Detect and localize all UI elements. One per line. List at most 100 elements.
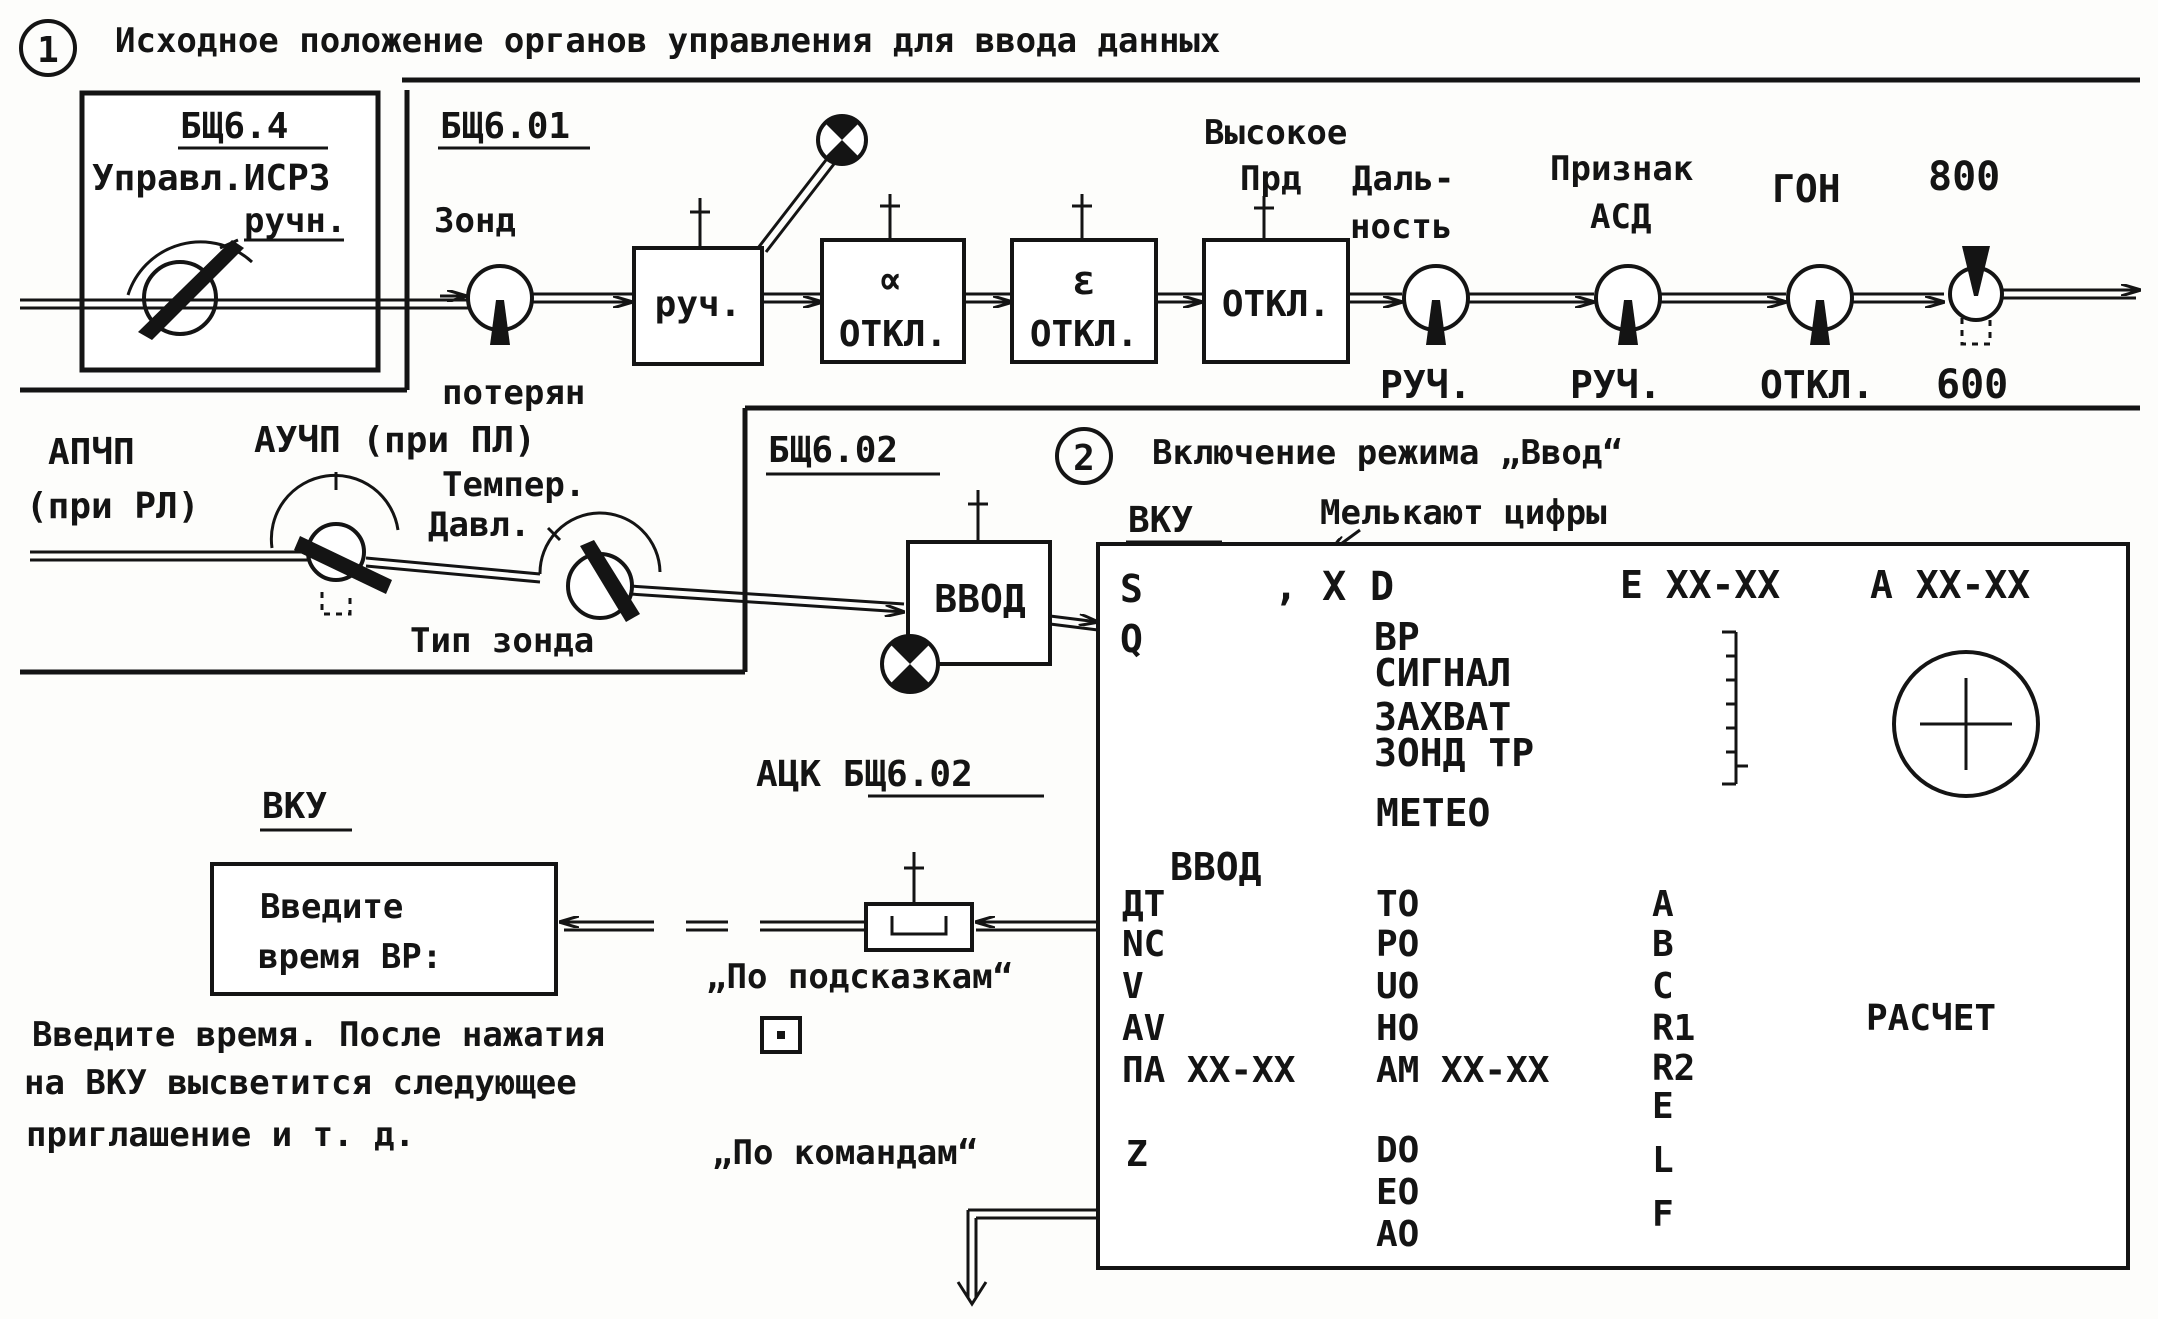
hint-mode-label: „По подсказкам“ (706, 957, 1013, 997)
vku-param-b: B (1652, 924, 1674, 965)
davl-label: Давл. (428, 505, 530, 545)
vku-param-uo: UO (1376, 966, 1419, 1007)
alpha-state: ОТКЛ. (839, 314, 947, 355)
vku-status-meteo: МЕТЕО (1376, 791, 1490, 835)
vku-d-label: D (1370, 564, 1394, 610)
manual-mode-button[interactable] (632, 246, 764, 366)
range-label2: ность (1350, 207, 1452, 247)
auchp-label: АУЧП (при ПЛ) (254, 420, 536, 461)
vku-status-signal: СИГНАЛ (1374, 651, 1511, 695)
vku-param-pa: ПА XX-XX (1122, 1050, 1296, 1091)
section2-title: Включение режима „Ввод“ (1152, 433, 1623, 473)
link-auchp-temp-a (365, 556, 541, 576)
vku-status-probe: ЗОНД ТР (1374, 731, 1534, 775)
vku-param-z: Z (1126, 1134, 1148, 1175)
apchp-line1: АПЧП (48, 432, 135, 473)
vku-screen (1096, 542, 2130, 1270)
freq-top-label: 800 (1928, 154, 2000, 200)
freq-switch-dashed (1960, 318, 1992, 346)
asd-state: РУЧ. (1570, 363, 1662, 407)
ack-label: АЦК БЩ6.02 (756, 754, 973, 795)
vku-calc-label: РАСЧЕТ (1866, 998, 1996, 1039)
high-power-state: ОТКЛ. (1222, 284, 1330, 325)
input-indicator-fill-bottom (890, 664, 930, 693)
davl-leader (546, 526, 562, 542)
zond-knob-pointer (490, 300, 510, 345)
vku-param-l: L (1652, 1140, 1674, 1181)
link-input-vku-b (1049, 622, 1099, 632)
temp-knob-pointer (580, 540, 640, 622)
cmd-mode-label: „По командам“ (712, 1133, 978, 1173)
link-temp-input-a (629, 584, 905, 606)
vku-x-label: , X (1274, 564, 1346, 610)
explain-line1: Введите время. После нажатия (32, 1015, 605, 1055)
zond-type-label: Тип зонда (410, 621, 594, 661)
crosshair-icon (1892, 650, 2040, 798)
vku-note: Мелькают цифры (1320, 493, 1607, 533)
link-auchp-temp-b (365, 564, 541, 584)
high-power-button[interactable] (1202, 238, 1350, 364)
vku-s-label: S (1120, 567, 1143, 611)
vku-param-f: F (1652, 1194, 1674, 1235)
vku-param-v: V (1122, 966, 1144, 1007)
vku-param-c: C (1652, 966, 1674, 1007)
auchp-dashed (320, 592, 352, 616)
manual-indicator-stem-a (756, 159, 828, 249)
input-mode-label: ВВОД (934, 577, 1026, 621)
freq-switch-pointer (1962, 246, 1990, 296)
gon-state: ОТКЛ. (1760, 363, 1874, 407)
freq-bottom-label: 600 (1936, 362, 2008, 408)
section1-number: 1 (37, 30, 59, 71)
vku-param-r2: R2 (1652, 1048, 1695, 1089)
manual-indicator-lamp-fill-top (825, 115, 859, 140)
high-power-label1: Высокое (1204, 113, 1347, 153)
section2-number-circle (1055, 427, 1113, 485)
asd-knob-pointer (1618, 300, 1638, 345)
bsh64-title: БЩ6.4 (180, 106, 288, 147)
explain-line2: на ВКУ высветится следующее (24, 1063, 577, 1103)
prompt-line1: Введите (260, 887, 403, 927)
link-temp-input-b (629, 592, 904, 612)
bsh602-title: БЩ6.02 (768, 430, 898, 471)
bsh64-knob-pointer (138, 240, 244, 340)
vku-param-ao: AO (1376, 1214, 1419, 1255)
section2-number: 2 (1073, 438, 1095, 479)
section1-number-circle (19, 19, 77, 77)
range-knob-pointer (1426, 300, 1446, 345)
vku-param-nc: NC (1122, 924, 1165, 965)
bsh64-label-line2: ручн. (244, 201, 346, 241)
link-input-vku-a (1049, 616, 1098, 622)
zond-state-label: потерян (442, 373, 585, 413)
bsh64-label-line1: Управл.ИСРЗ (92, 158, 330, 199)
eps-state: ОТКЛ. (1030, 314, 1138, 355)
prompt-vku-label: ВКУ (262, 786, 327, 827)
range-state: РУЧ. (1380, 363, 1472, 407)
auchp-knob-arc (269, 473, 400, 549)
eps-symbol: ε (1072, 258, 1096, 304)
explain-line3: приглашение и т. д. (26, 1115, 415, 1155)
temper-label: Темпер. (442, 465, 585, 505)
asd-label2: АСД (1590, 197, 1651, 237)
vku-param-eo: EO (1376, 1172, 1419, 1213)
range-label1: Даль- (1352, 159, 1454, 199)
vku-input-header: ВВОД (1170, 845, 1262, 889)
apchp-line2: (при РЛ) (26, 486, 199, 527)
ack-switch[interactable] (864, 902, 974, 952)
vku-scale (1722, 630, 1748, 786)
alpha-button[interactable] (820, 238, 966, 364)
vku-param-a: A (1652, 884, 1674, 925)
vku-param-po: PO (1376, 924, 1419, 965)
vku-param-am: AM XX-XX (1376, 1050, 1550, 1091)
manual-mode-label: руч. (655, 284, 742, 325)
eps-button[interactable] (1010, 238, 1158, 364)
zond-label: Зонд (434, 201, 516, 241)
vku-param-dt: ДТ (1122, 884, 1165, 925)
vku-a-field: A XX-XX (1870, 563, 2030, 607)
input-indicator-fill-top (890, 635, 930, 664)
asd-label1: Признак (1550, 149, 1693, 189)
high-power-label2: Прд (1240, 159, 1301, 199)
vku-e-field: E XX-XX (1620, 563, 1780, 607)
vku-q-label: Q (1120, 617, 1143, 661)
